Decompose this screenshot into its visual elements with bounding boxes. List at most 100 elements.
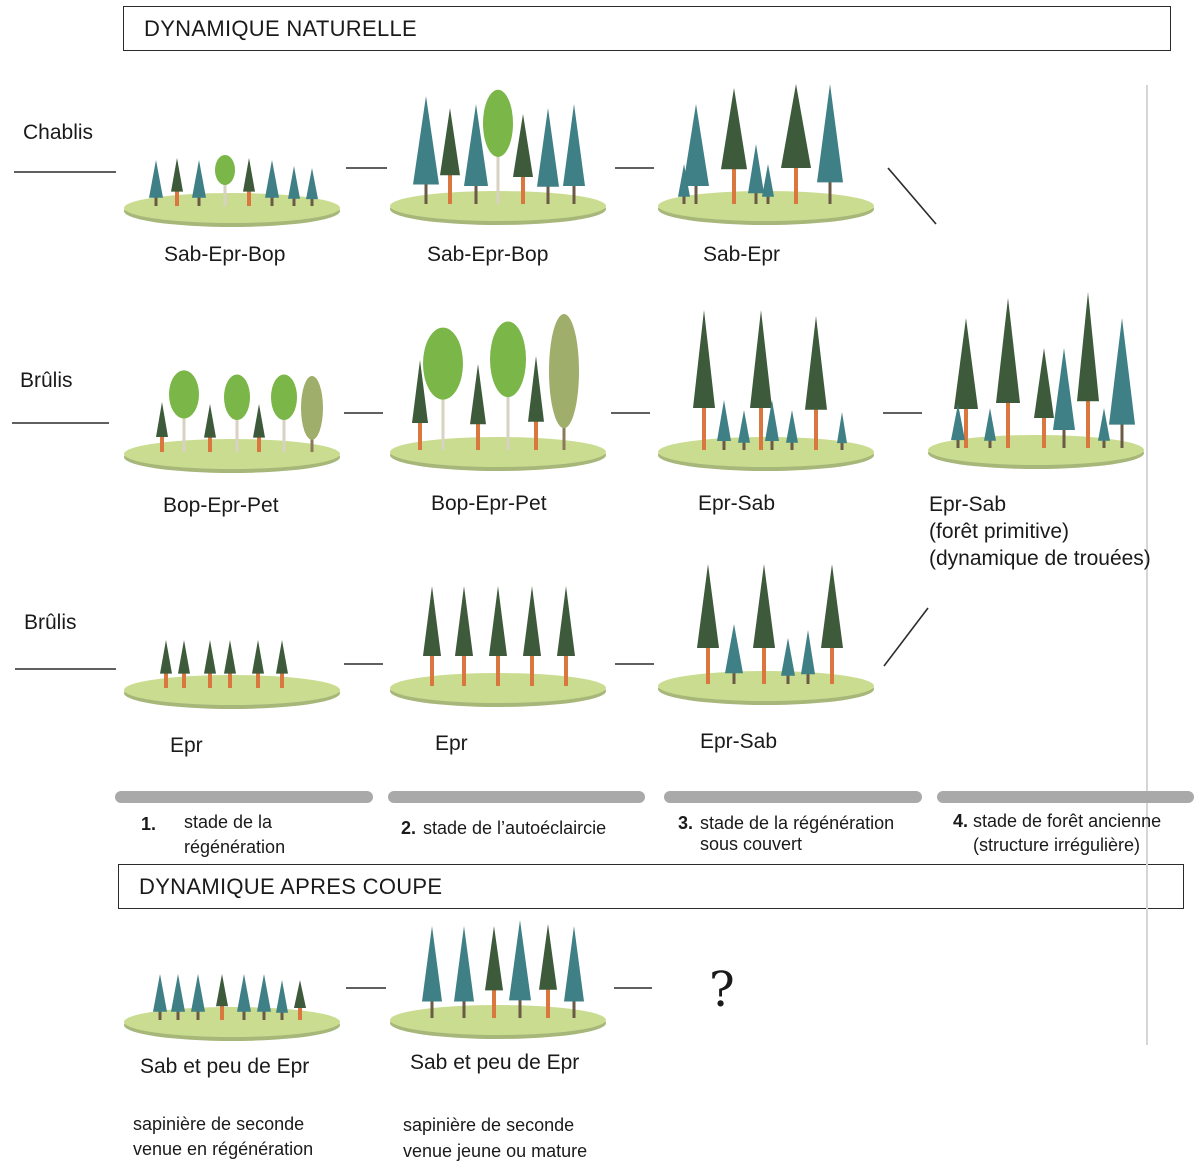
- tree-trunk: [430, 641, 434, 686]
- tree-crown: [301, 376, 323, 440]
- tree-crown: [951, 404, 965, 441]
- stage-2-number: 2.: [401, 818, 417, 838]
- stand-label-brulis2-2: Epr: [435, 732, 468, 755]
- tree-trunk: [280, 666, 284, 688]
- fir-tree: [422, 926, 442, 1018]
- ground-disc: [658, 437, 874, 467]
- tree-crown: [781, 638, 795, 676]
- stage-bar-3: [664, 791, 922, 803]
- fir-tree: [237, 974, 251, 1020]
- right-divider-line: [1146, 85, 1148, 1045]
- tree-trunk: [448, 160, 452, 204]
- tree-trunk: [770, 437, 774, 450]
- tree-crown: [490, 321, 526, 398]
- tree-crown: [762, 164, 774, 197]
- fir-tree: [837, 412, 847, 450]
- stage-4-line-2: (structure irrégulière): [973, 835, 1141, 855]
- spruce-tree: [557, 586, 575, 686]
- spruce-tree: [178, 640, 190, 688]
- tree-crown: [204, 640, 216, 674]
- spruce-tree: [216, 974, 228, 1020]
- stand-old-forest: [928, 292, 1144, 469]
- fir-tree: [951, 404, 965, 448]
- tree-crown: [509, 920, 531, 1001]
- tree-trunk: [956, 437, 960, 448]
- natural-dynamics-title-text: DYNAMIQUE NATURELLE: [144, 15, 418, 41]
- tree-crown: [678, 164, 690, 197]
- stand-chablis-2: [390, 89, 606, 225]
- tree-crown: [464, 104, 488, 186]
- fir-tree: [1098, 408, 1110, 448]
- tree-crown: [204, 404, 216, 438]
- tree-crown: [257, 974, 271, 1012]
- tree-trunk: [1086, 377, 1090, 448]
- tree-crown: [191, 974, 205, 1012]
- spruce-tree: [440, 108, 460, 204]
- stand-label-brulis2-3: Epr-Sab: [700, 730, 778, 753]
- tree-trunk: [790, 440, 794, 450]
- tree-trunk: [223, 178, 227, 206]
- ground-disc: [658, 191, 874, 221]
- tree-trunk: [572, 995, 576, 1018]
- tree-trunk: [441, 384, 445, 450]
- fir-tree: [762, 164, 774, 204]
- spruce-tree: [224, 640, 236, 688]
- tree-trunk: [262, 1008, 266, 1020]
- tree-trunk: [270, 194, 274, 206]
- spruce-tree: [996, 298, 1020, 448]
- fir-tree: [765, 400, 779, 450]
- tree-crown: [786, 410, 798, 443]
- tree-crown: [485, 926, 503, 991]
- fir-tree: [265, 160, 279, 206]
- tree-crown: [557, 586, 575, 656]
- spruce-tree: [1034, 348, 1054, 448]
- tree-crown: [539, 924, 557, 990]
- tree-trunk: [282, 410, 286, 452]
- tree-crown: [253, 404, 265, 438]
- tree-trunk: [235, 410, 239, 452]
- tree-trunk: [840, 440, 844, 450]
- tree-crown: [216, 974, 228, 1007]
- tree-crown: [717, 400, 731, 441]
- tree-crown: [523, 586, 541, 656]
- fir-tree: [191, 974, 205, 1020]
- tree-crown: [721, 88, 747, 170]
- spruce-tree: [243, 158, 255, 206]
- spruce-tree: [294, 980, 306, 1020]
- tree-crown: [276, 980, 288, 1013]
- spruce-tree: [954, 318, 978, 448]
- spruce-tree: [423, 586, 441, 686]
- spruce-tree: [156, 402, 168, 452]
- tree-crown: [765, 400, 779, 441]
- tree-trunk: [786, 672, 790, 684]
- tree-trunk: [257, 430, 261, 452]
- stand-brulis2-3: [658, 564, 874, 705]
- tree-trunk: [506, 380, 510, 450]
- tree-crown: [748, 144, 764, 194]
- tree-crown: [564, 926, 584, 1002]
- spruce-tree: [252, 640, 264, 688]
- ground-disc: [390, 191, 606, 221]
- stand-aftercut-1: [124, 974, 340, 1041]
- tree-crown: [454, 926, 474, 1002]
- tree-crown: [224, 374, 250, 421]
- fir-tree: [817, 84, 843, 204]
- tree-trunk: [1062, 423, 1066, 448]
- spruce-tree: [470, 364, 486, 450]
- stage-1-line-1: stade de la: [184, 812, 273, 832]
- tree-trunk: [766, 194, 770, 204]
- tree-trunk: [964, 389, 968, 448]
- tree-crown: [563, 104, 585, 186]
- origin-label-chablis: Chablis: [23, 121, 94, 144]
- stand-brulis2-2: [390, 586, 606, 707]
- tree-crown: [683, 104, 709, 186]
- tree-trunk: [220, 999, 224, 1020]
- tree-trunk: [228, 666, 232, 688]
- tree-trunk: [742, 440, 746, 450]
- stand-label-chablis-1: Sab-Epr-Bop: [164, 243, 286, 266]
- tree-crown: [455, 586, 473, 656]
- stage-bar-2: [388, 791, 645, 803]
- tree-trunk: [1102, 438, 1106, 448]
- stand-label-brulis1-2: Bop-Epr-Pet: [431, 492, 547, 515]
- tree-trunk: [546, 975, 550, 1018]
